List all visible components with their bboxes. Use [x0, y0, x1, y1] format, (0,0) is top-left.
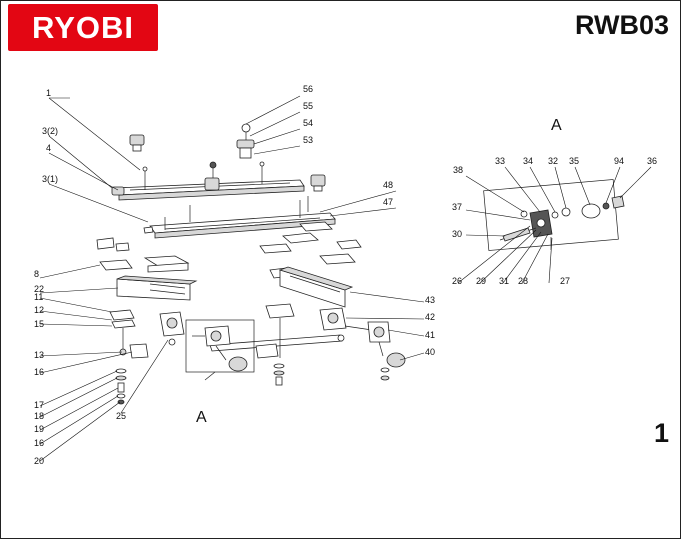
- detail-box-a: [185, 319, 255, 381]
- callout-94: 94: [614, 156, 624, 166]
- callout-16: 16: [34, 367, 44, 377]
- callout-48: 48: [383, 180, 393, 190]
- callout-11: 11: [34, 292, 43, 302]
- callout-55: 55: [303, 101, 313, 111]
- clamp-knob-left-lower: [111, 186, 125, 196]
- callout-8: 8: [34, 269, 39, 279]
- callout-53: 53: [303, 135, 313, 145]
- callout-30: 30: [452, 229, 462, 239]
- callout-43: 43: [425, 295, 435, 305]
- callout-28: 28: [518, 276, 528, 286]
- cross-tube: [209, 334, 345, 352]
- callout-13: 13: [34, 350, 44, 360]
- detail-view-a: [483, 179, 625, 251]
- callout-19: 19: [34, 424, 44, 434]
- callout-25: 25: [116, 411, 126, 421]
- center-foot: [255, 303, 295, 386]
- callout-54: 54: [303, 118, 313, 128]
- callout-31: 31: [499, 276, 509, 286]
- callout-26: 26: [452, 276, 462, 286]
- callout-22: 22: [34, 284, 44, 294]
- callout-34: 34: [523, 156, 533, 166]
- right-leg-bracket: [278, 266, 354, 308]
- callout-27: 27: [560, 276, 570, 286]
- left-swing-plate: [159, 311, 185, 346]
- callout-36: 36: [647, 156, 657, 166]
- callout-labels: 1 3(2) 4 3(1) 8 22 11 12 15 13 16 17 18 …: [34, 84, 657, 466]
- callout-3-1: 3(1): [42, 174, 58, 184]
- page-number: 1: [653, 418, 669, 448]
- callout-47: 47: [383, 197, 393, 207]
- callout-18: 18: [34, 411, 44, 421]
- detail-view-reference: A: [196, 409, 207, 426]
- right-lever-handle: [344, 321, 406, 381]
- clamp-knob-right: [310, 174, 326, 192]
- model-number: RWB03: [574, 10, 669, 40]
- clamp-assembly-top: [236, 123, 255, 159]
- callout-17: 17: [34, 400, 44, 410]
- brand-logo: RYOBI: [8, 4, 158, 51]
- callout-37: 37: [452, 202, 462, 212]
- callout-4: 4: [46, 143, 51, 153]
- callout-1: 1: [46, 88, 51, 98]
- callout-35: 35: [569, 156, 579, 166]
- callout-12: 12: [34, 305, 44, 315]
- callout-40: 40: [425, 347, 435, 357]
- callout-38: 38: [453, 165, 463, 175]
- callout-41: 41: [425, 330, 435, 340]
- rail-bolts: [142, 161, 309, 230]
- left-foot-stack: [109, 309, 149, 405]
- clamp-knob-left: [129, 134, 145, 152]
- rail-pads: [96, 221, 362, 279]
- callout-3-2: 3(2): [42, 126, 58, 136]
- callout-56: 56: [303, 84, 313, 94]
- callout-16-lower: 16: [34, 438, 44, 448]
- right-swing-plate: [319, 307, 347, 331]
- callout-29: 29: [476, 276, 486, 286]
- callout-20: 20: [34, 456, 44, 466]
- leader-lines: [39, 95, 652, 462]
- front-rail: [149, 212, 336, 239]
- brand-logo-text: RYOBI: [31, 9, 135, 45]
- left-leg-bracket: [116, 275, 198, 301]
- clamp-knob-mid: [204, 177, 220, 191]
- callout-32: 32: [548, 156, 558, 166]
- callout-15: 15: [34, 319, 44, 329]
- callout-33: 33: [495, 156, 505, 166]
- detail-view-title: A: [551, 117, 562, 134]
- callout-42: 42: [425, 312, 435, 322]
